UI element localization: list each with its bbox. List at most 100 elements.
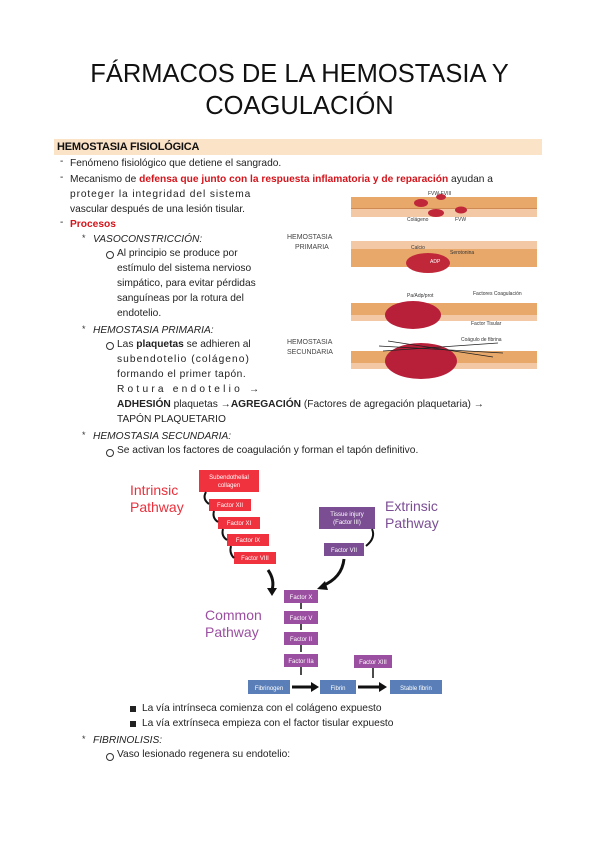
subendo-1: Subendothelial: [209, 475, 249, 481]
fibrin: Fibrin: [330, 686, 345, 692]
factor-vii: Factor VII: [331, 548, 357, 554]
circle-bullet: [106, 753, 114, 761]
label-secundaria-1: HEMOSTASIA: [287, 339, 333, 346]
dash-bullet: -: [60, 172, 64, 183]
extrinsic-label-2: Pathway: [385, 515, 439, 531]
label-primaria-2: PRIMARIA: [295, 244, 329, 251]
box-subendothelial: [199, 470, 259, 492]
paragraph-1: Fenómeno fisiológico que detiene el sang…: [70, 158, 282, 169]
paragraph-2-line-3: vascular después de una lesión tisular.: [70, 204, 245, 215]
vaso-line-3: simpático, para evitar pérdidas: [117, 278, 256, 289]
common-label-1: Common: [205, 607, 262, 623]
square-bullet: [130, 721, 136, 727]
page-title: FÁRMACOS DE LA HEMOSTASIA Y COAGULACIÓN: [0, 58, 599, 122]
title-line-2: COAGULACIÓN: [205, 92, 394, 120]
circle-bullet: [106, 342, 114, 350]
hp-line-1: Las plaquetas se adhieren al: [117, 337, 280, 352]
p2-highlight: defensa que junto con la respuesta infla…: [139, 174, 449, 185]
vaso-line-2: estímulo del sistema nervioso: [117, 263, 252, 274]
factor-xi: Factor XI: [227, 521, 252, 527]
factor-iia: Factor IIa: [288, 659, 314, 665]
factor-xiii: Factor XIII: [359, 660, 387, 666]
dash-bullet: -: [60, 217, 64, 228]
hp-l5b: plaquetas →: [170, 399, 231, 410]
hp-l5d: (Factores de agregación plaquetaria) →: [301, 399, 484, 410]
common-label-2: Pathway: [205, 624, 259, 640]
subendo-2: collagen: [218, 483, 240, 489]
circle-bullet: [106, 251, 114, 259]
paragraph-2-line-1: Mecanismo de defensa que junto con la re…: [70, 172, 545, 187]
square-item-1: La vía intrínseca comienza con el coláge…: [142, 703, 382, 714]
label-fvw-fviii: FVW-FVIII: [428, 191, 451, 197]
label-colageno: Colágeno: [407, 217, 429, 223]
procesos-label: Procesos: [70, 219, 116, 230]
label-fvw: FVW: [455, 217, 466, 223]
hp-agregacion: AGREGACIÓN: [230, 399, 301, 410]
p2-c: ayudan a: [448, 174, 493, 185]
label-secundaria-2: SECUNDARIA: [287, 349, 333, 356]
box-factor-ii: [284, 632, 318, 645]
box-factor-x: [284, 590, 318, 603]
intrinsic-label-2: Pathway: [130, 499, 184, 515]
label-adp: ADP: [430, 259, 441, 265]
hp-line-2: subendotelio (colágeno): [117, 354, 250, 365]
tissue-2: (Factor III): [333, 520, 361, 526]
box-stable-fibrin: [390, 680, 442, 694]
fibrinogen: Fibrinogen: [255, 686, 283, 692]
hp-line-3: formando el primer tapón.: [117, 369, 247, 380]
hp-l1c: se adhieren al: [183, 339, 251, 350]
box-factor-v: [284, 611, 318, 624]
square-item-2: La vía extrínseca empieza con el factor …: [142, 718, 394, 729]
factor-ii: Factor II: [290, 637, 312, 643]
tissue-1: Tissue injury: [330, 512, 363, 518]
star-bullet: *: [82, 734, 86, 744]
stable-fibrin: Stable fibrin: [400, 686, 432, 692]
box-factor-vii: [324, 543, 364, 556]
fib-line-1: Vaso lesionado regenera su endotelio:: [117, 749, 291, 760]
label-factor-tisular: Factor Tisular: [471, 321, 502, 327]
star-bullet: *: [82, 430, 86, 440]
box-tissue-injury: [319, 507, 375, 529]
extrinsic-label-1: Extrinsic: [385, 498, 438, 514]
box-factor-viii: [234, 552, 276, 564]
hs-title: HEMOSTASIA SECUNDARIA:: [93, 431, 232, 442]
intrinsic-label-1: Intrinsic: [130, 482, 178, 498]
box-fibrin: [320, 680, 356, 694]
box-factor-ix: [227, 534, 269, 546]
vaso-title: VASOCONSTRICCIÓN:: [93, 234, 203, 245]
box-factor-xi: [218, 517, 260, 529]
box-fibrinogen: [248, 680, 290, 694]
star-bullet: *: [82, 324, 86, 334]
square-bullet: [130, 706, 136, 712]
label-calcio: Calcio: [411, 245, 425, 251]
box-factor-xii: [209, 499, 251, 511]
hp-plaquetas: plaquetas: [136, 339, 184, 350]
section-title: HEMOSTASIA FISIOLÓGICA: [57, 141, 200, 153]
factor-v: Factor V: [290, 616, 313, 622]
hs-line-1: Se activan los factores de coagulación y…: [117, 445, 419, 456]
box-factor-xiii: [354, 655, 392, 668]
vaso-line-5: endotelio.: [117, 308, 162, 319]
section-highlight: [54, 139, 542, 155]
label-pa: Pa/Adp/prot: [407, 293, 434, 299]
factor-viii: Factor VIII: [241, 556, 269, 562]
paragraph-2-line-2: proteger la integridad del sistema: [70, 189, 252, 200]
vaso-line-4: sanguíneas por la rotura del: [117, 293, 244, 304]
hp-line-6: TAPÓN PLAQUETARIO: [117, 414, 226, 425]
vaso-line-1: Al principio se produce por: [117, 248, 238, 259]
factor-x: Factor X: [290, 595, 313, 601]
hp-adhesion: ADHESIÓN: [117, 399, 171, 410]
hp-title: HEMOSTASIA PRIMARIA:: [93, 325, 214, 336]
coagulation-pathway-diagram: Intrinsic Pathway Extrinsic Pathway Comm…: [130, 470, 442, 694]
hemostasis-illustration: FVW-FVIII Colágeno FVW Calcio Serotonina…: [283, 191, 543, 389]
p2-a: Mecanismo de: [70, 174, 140, 185]
dash-bullet: -: [60, 156, 64, 167]
label-primaria-1: HEMOSTASIA: [287, 234, 333, 241]
star-bullet: *: [82, 233, 86, 243]
factor-xii: Factor XII: [217, 503, 243, 509]
circle-bullet: [106, 449, 114, 457]
hp-l1a: Las: [117, 339, 137, 350]
factor-ix: Factor IX: [236, 538, 260, 544]
title-line-1: FÁRMACOS DE LA HEMOSTASIA Y: [90, 60, 509, 88]
hp-line-4: Rotura endotelio →: [117, 384, 263, 395]
